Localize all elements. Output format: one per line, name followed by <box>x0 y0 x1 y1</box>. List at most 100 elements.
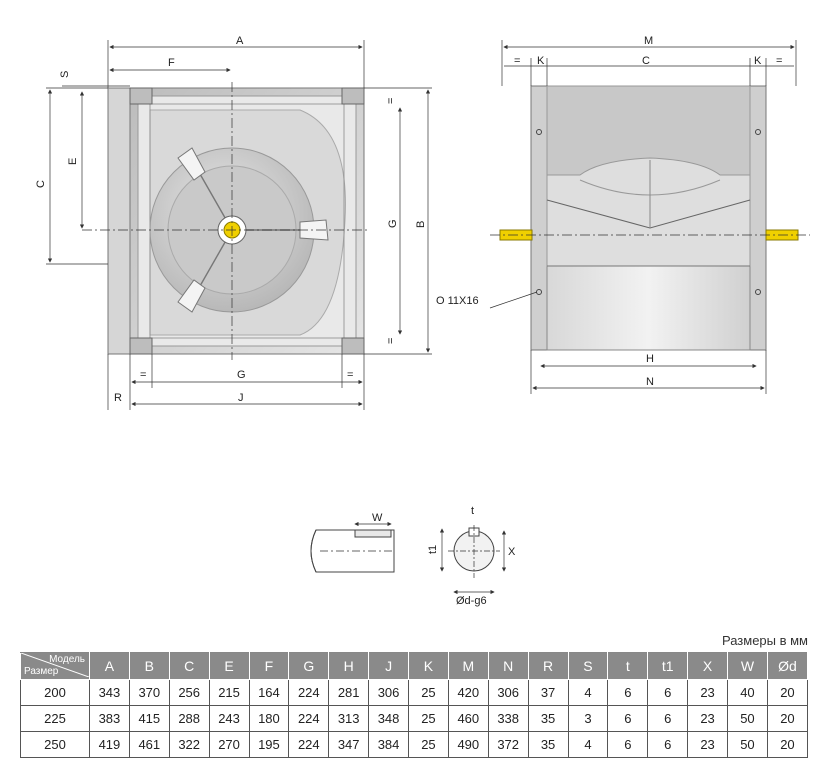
table-cell: 25 <box>408 731 449 758</box>
table-cell: 224 <box>288 731 330 758</box>
table-cell: 348 <box>368 705 409 732</box>
table-header-cell: W <box>727 652 768 680</box>
svg-text:M: M <box>644 35 653 47</box>
table-cell: 6 <box>607 731 649 758</box>
svg-text:N: N <box>646 376 654 388</box>
front-view-dimensions <box>46 40 432 410</box>
svg-text:G: G <box>387 219 399 228</box>
table-cell: 490 <box>447 731 489 758</box>
table-header-cell: G <box>288 652 330 680</box>
table-header-cell: Ød <box>766 652 809 680</box>
svg-text:=: = <box>347 369 353 381</box>
table-cell: 270 <box>208 731 250 758</box>
table-cell: 6 <box>607 705 649 732</box>
table-cell: 40 <box>727 679 768 706</box>
svg-text:H: H <box>646 353 654 365</box>
table-header-cell: X <box>687 652 728 680</box>
table-cell: 35 <box>527 705 569 732</box>
table-header-cell: F <box>248 652 290 680</box>
svg-text:=: = <box>140 369 146 381</box>
svg-text:A: A <box>236 35 244 47</box>
table-header-cell: S <box>567 652 609 680</box>
svg-text:F: F <box>168 57 175 69</box>
table-cell: 4 <box>567 679 609 706</box>
table-cell: 338 <box>487 705 529 732</box>
table-cell: 215 <box>208 679 250 706</box>
table-header-cell: t <box>607 652 649 680</box>
table-cell: 288 <box>168 705 210 732</box>
svg-text:X: X <box>508 546 516 558</box>
table-header-cell: C <box>168 652 210 680</box>
table-cell: 419 <box>89 731 130 758</box>
corner-diagonal <box>21 653 89 677</box>
table-cell: 6 <box>647 679 689 706</box>
table-cell: 37 <box>527 679 569 706</box>
svg-text:=: = <box>385 98 397 104</box>
table-header-cell: R <box>527 652 569 680</box>
table-cell: 50 <box>727 731 768 758</box>
table-header-cell: B <box>128 652 170 680</box>
table-cell: 23 <box>687 705 728 732</box>
table-cell: 460 <box>447 705 489 732</box>
svg-text:K: K <box>537 55 545 67</box>
side-view <box>490 85 810 351</box>
table-cell: 383 <box>89 705 130 732</box>
table-row-size: 250 <box>20 731 90 758</box>
table-cell: 322 <box>168 731 210 758</box>
side-view-labels: M = K C K = O 11X16 H N <box>436 35 782 388</box>
svg-text:K: K <box>754 55 762 67</box>
table-cell: 461 <box>128 731 170 758</box>
table-cell: 20 <box>766 731 809 758</box>
table-cell: 415 <box>128 705 170 732</box>
table-cell: 243 <box>208 705 250 732</box>
svg-text:C: C <box>35 180 47 188</box>
shaft-detail <box>310 521 507 595</box>
table-header-cell: K <box>408 652 449 680</box>
table-header-cell: N <box>487 652 529 680</box>
svg-text:Ød-g6: Ød-g6 <box>456 595 487 607</box>
table-cell: 23 <box>687 679 728 706</box>
svg-text:t: t <box>471 505 474 517</box>
table-cell: 164 <box>248 679 290 706</box>
table-cell: 224 <box>288 705 330 732</box>
table-cell: 313 <box>328 705 370 732</box>
table-cell: 3 <box>567 705 609 732</box>
table-header-cell: t1 <box>647 652 689 680</box>
svg-text:C: C <box>642 55 650 67</box>
svg-text:E: E <box>67 158 79 165</box>
shaft-detail-labels: W t t1 X Ød-g6 <box>372 505 516 607</box>
corner-model-label: Модель <box>49 654 85 665</box>
table-cell: 20 <box>766 705 809 732</box>
table-cell: 195 <box>248 731 290 758</box>
svg-text:t1: t1 <box>427 545 439 554</box>
table-cell: 347 <box>328 731 370 758</box>
table-cell: 6 <box>647 731 689 758</box>
side-view-dimensions <box>489 40 797 394</box>
table-cell: 420 <box>447 679 489 706</box>
table-cell: 35 <box>527 731 569 758</box>
corner-size-label: Размер <box>24 666 59 677</box>
table-cell: 384 <box>368 731 409 758</box>
table-header-cell: H <box>328 652 370 680</box>
table-row-size: 225 <box>20 705 90 732</box>
table-cell: 306 <box>368 679 409 706</box>
units-note: Размеры в мм <box>721 633 808 648</box>
table-cell: 6 <box>607 679 649 706</box>
svg-text:=: = <box>776 55 782 67</box>
svg-text:G: G <box>237 369 246 381</box>
table-cell: 4 <box>567 731 609 758</box>
table-cell: 50 <box>727 705 768 732</box>
table-header-cell: M <box>447 652 489 680</box>
table-cell: 281 <box>328 679 370 706</box>
front-view-labels: A F S C E G B = = G = = R J <box>35 35 427 404</box>
table-cell: 372 <box>487 731 529 758</box>
technical-drawing: A F S C E G B = = G = = R J <box>35 35 810 607</box>
front-view <box>82 82 370 360</box>
table-row-size: 200 <box>20 679 90 706</box>
table-cell: 224 <box>288 679 330 706</box>
table-cell: 20 <box>766 679 809 706</box>
